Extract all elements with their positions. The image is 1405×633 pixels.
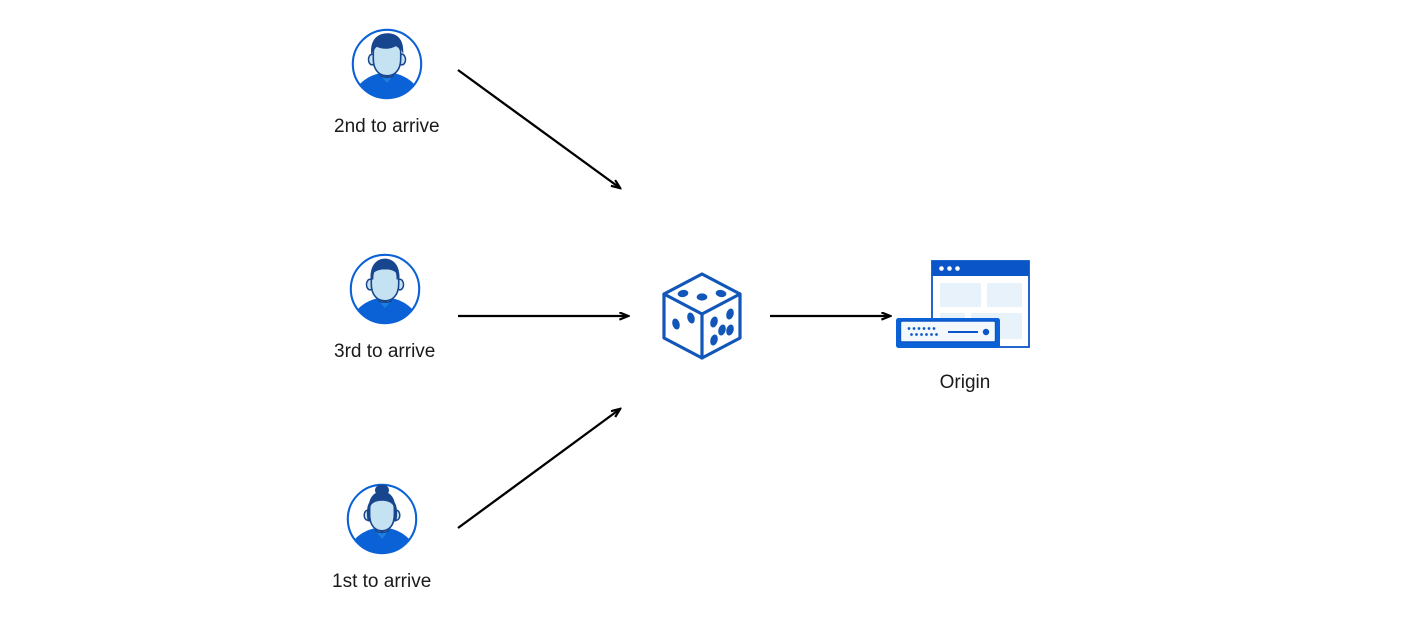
origin-server-icon <box>890 255 1040 365</box>
user-avatar-icon <box>349 26 425 102</box>
connection-1st-to-randomizer <box>457 409 620 529</box>
node-client-2nd[interactable]: 2nd to arrive <box>334 26 440 139</box>
node-label: 2nd to arrive <box>334 116 440 137</box>
node-origin[interactable]: Origin <box>890 255 1040 395</box>
dice-icon <box>652 266 752 366</box>
connection-2nd-to-randomizer <box>457 69 620 188</box>
node-label: Origin <box>939 372 991 393</box>
user-avatar-icon <box>347 251 423 327</box>
node-randomizer[interactable] <box>652 266 752 366</box>
node-client-1st[interactable]: 1st to arrive <box>332 481 431 594</box>
node-label: 3rd to arrive <box>334 341 436 362</box>
node-client-3rd[interactable]: 3rd to arrive <box>334 251 435 364</box>
user-avatar-female-icon <box>344 481 420 557</box>
node-label: 1st to arrive <box>332 571 432 592</box>
server-device-icon <box>896 318 1000 348</box>
